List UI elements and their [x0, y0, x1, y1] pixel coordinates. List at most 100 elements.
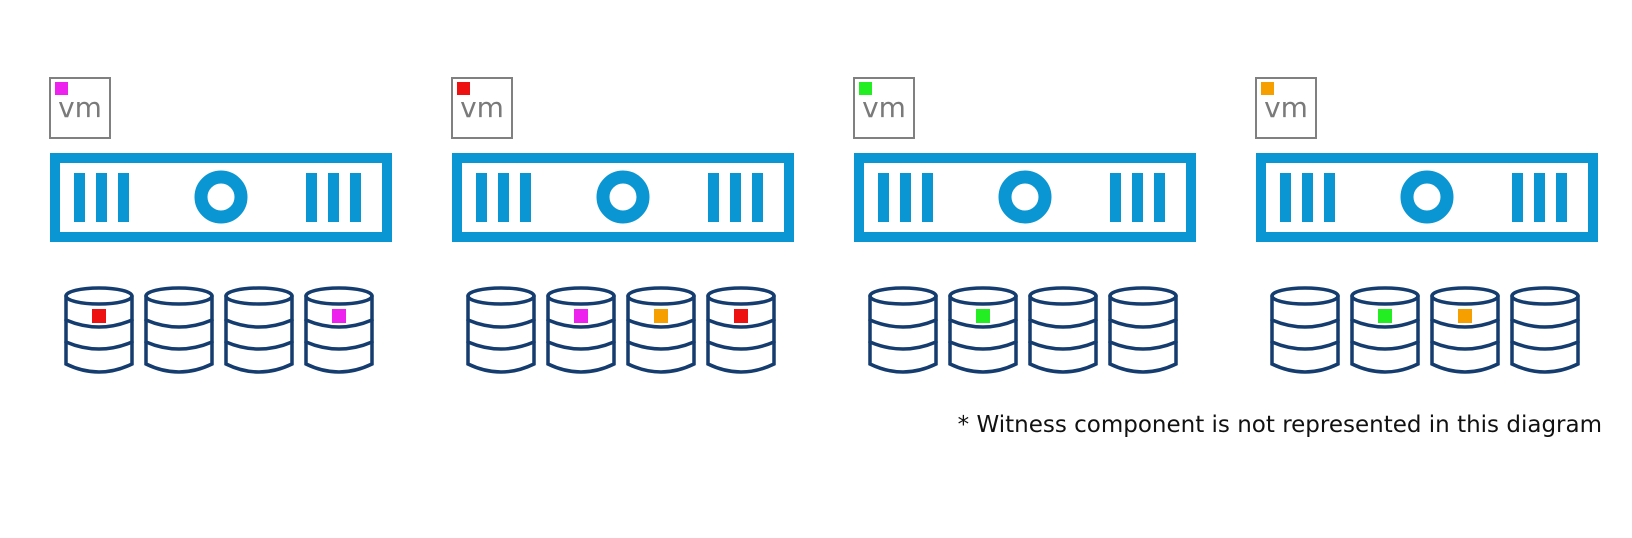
disk-icon — [144, 286, 214, 374]
disk-icon — [466, 286, 536, 374]
disk-body — [948, 294, 1018, 374]
disk-icon — [304, 286, 374, 374]
disk-ring — [1350, 318, 1420, 329]
disk-body — [706, 294, 776, 374]
disk-ring — [1108, 340, 1178, 351]
server-vent-bar — [498, 173, 509, 222]
disk-ring — [546, 318, 616, 329]
server-vent-bar — [1556, 173, 1567, 222]
disk-body — [304, 294, 374, 374]
disk-top — [224, 286, 294, 306]
disk-top — [626, 286, 696, 306]
server-vent-bar — [730, 173, 741, 222]
disk-ring — [1270, 340, 1340, 351]
disk-icon — [1028, 286, 1098, 374]
vm-label: vm — [58, 91, 102, 124]
vm-label: vm — [460, 91, 504, 124]
disk-ring — [1350, 340, 1420, 351]
vm-color-square — [55, 82, 68, 95]
disk-icon — [626, 286, 696, 374]
disk-ring — [1270, 318, 1340, 329]
disk-body — [1430, 294, 1500, 374]
server-vent-bar — [708, 173, 719, 222]
server-vent-bar — [476, 173, 487, 222]
server-vent-bar — [74, 173, 85, 222]
server-vent-bar — [350, 173, 361, 222]
disk-ring — [224, 340, 294, 351]
vm-color-square — [859, 82, 872, 95]
disk-top — [1350, 286, 1420, 306]
server-power-icon — [1400, 170, 1454, 224]
disk-top — [144, 286, 214, 306]
server-power-icon — [998, 170, 1052, 224]
disk-ring — [304, 340, 374, 351]
disk-top — [706, 286, 776, 306]
server-vent-bar — [118, 173, 129, 222]
disk-top — [1270, 286, 1340, 306]
server-vent-bar — [96, 173, 107, 222]
disk-top — [868, 286, 938, 306]
vm-color-square — [1261, 82, 1274, 95]
disk-component-square — [976, 309, 990, 323]
server-vent-bar — [1110, 173, 1121, 222]
host-group: vm — [853, 77, 1196, 374]
disk-ring — [1028, 340, 1098, 351]
disk-component-square — [1378, 309, 1392, 323]
host-group: vm — [451, 77, 794, 374]
disk-top — [304, 286, 374, 306]
disk-component-square — [654, 309, 668, 323]
disk-top — [948, 286, 1018, 306]
server-vent-bar — [900, 173, 911, 222]
server-vent-bar — [1302, 173, 1313, 222]
disk-body — [144, 294, 214, 374]
disk-icon — [706, 286, 776, 374]
disk-component-square — [1458, 309, 1472, 323]
vm-label: vm — [862, 91, 906, 124]
disk-icon — [64, 286, 134, 374]
disk-icon — [1108, 286, 1178, 374]
disk-body — [1270, 294, 1340, 374]
host-group: vm — [1255, 77, 1598, 374]
server-vent-bar — [922, 173, 933, 222]
disk-ring — [706, 318, 776, 329]
disk-top — [466, 286, 536, 306]
disk-top — [1108, 286, 1178, 306]
host-group: vm — [49, 77, 392, 374]
disk-ring — [304, 318, 374, 329]
disk-ring — [466, 340, 536, 351]
server-vent-bar — [328, 173, 339, 222]
server-vent-bar — [520, 173, 531, 222]
disk-ring — [1510, 340, 1580, 351]
disk-ring — [626, 340, 696, 351]
server-power-icon — [596, 170, 650, 224]
disk-ring — [868, 318, 938, 329]
disk-ring — [948, 318, 1018, 329]
disk-top — [546, 286, 616, 306]
disk-body — [1350, 294, 1420, 374]
server-vent-bar — [752, 173, 763, 222]
disk-ring — [1028, 318, 1098, 329]
disk-body — [224, 294, 294, 374]
disk-icon — [1510, 286, 1580, 374]
disk-ring — [706, 340, 776, 351]
disk-top — [1510, 286, 1580, 306]
disk-body — [1028, 294, 1098, 374]
disk-top — [64, 286, 134, 306]
disk-ring — [466, 318, 536, 329]
server-vent-bar — [1324, 173, 1335, 222]
server-power-icon — [194, 170, 248, 224]
disk-ring — [868, 340, 938, 351]
disk-ring — [224, 318, 294, 329]
disk-ring — [546, 340, 616, 351]
server-vent-bar — [1534, 173, 1545, 222]
footnote: * Witness component is not represented i… — [957, 412, 1602, 438]
server-vent-bar — [1132, 173, 1143, 222]
disk-icon — [546, 286, 616, 374]
disk-ring — [144, 340, 214, 351]
disk-body — [626, 294, 696, 374]
disk-icon — [224, 286, 294, 374]
disk-ring — [1108, 318, 1178, 329]
vm-color-square — [457, 82, 470, 95]
disk-icon — [868, 286, 938, 374]
